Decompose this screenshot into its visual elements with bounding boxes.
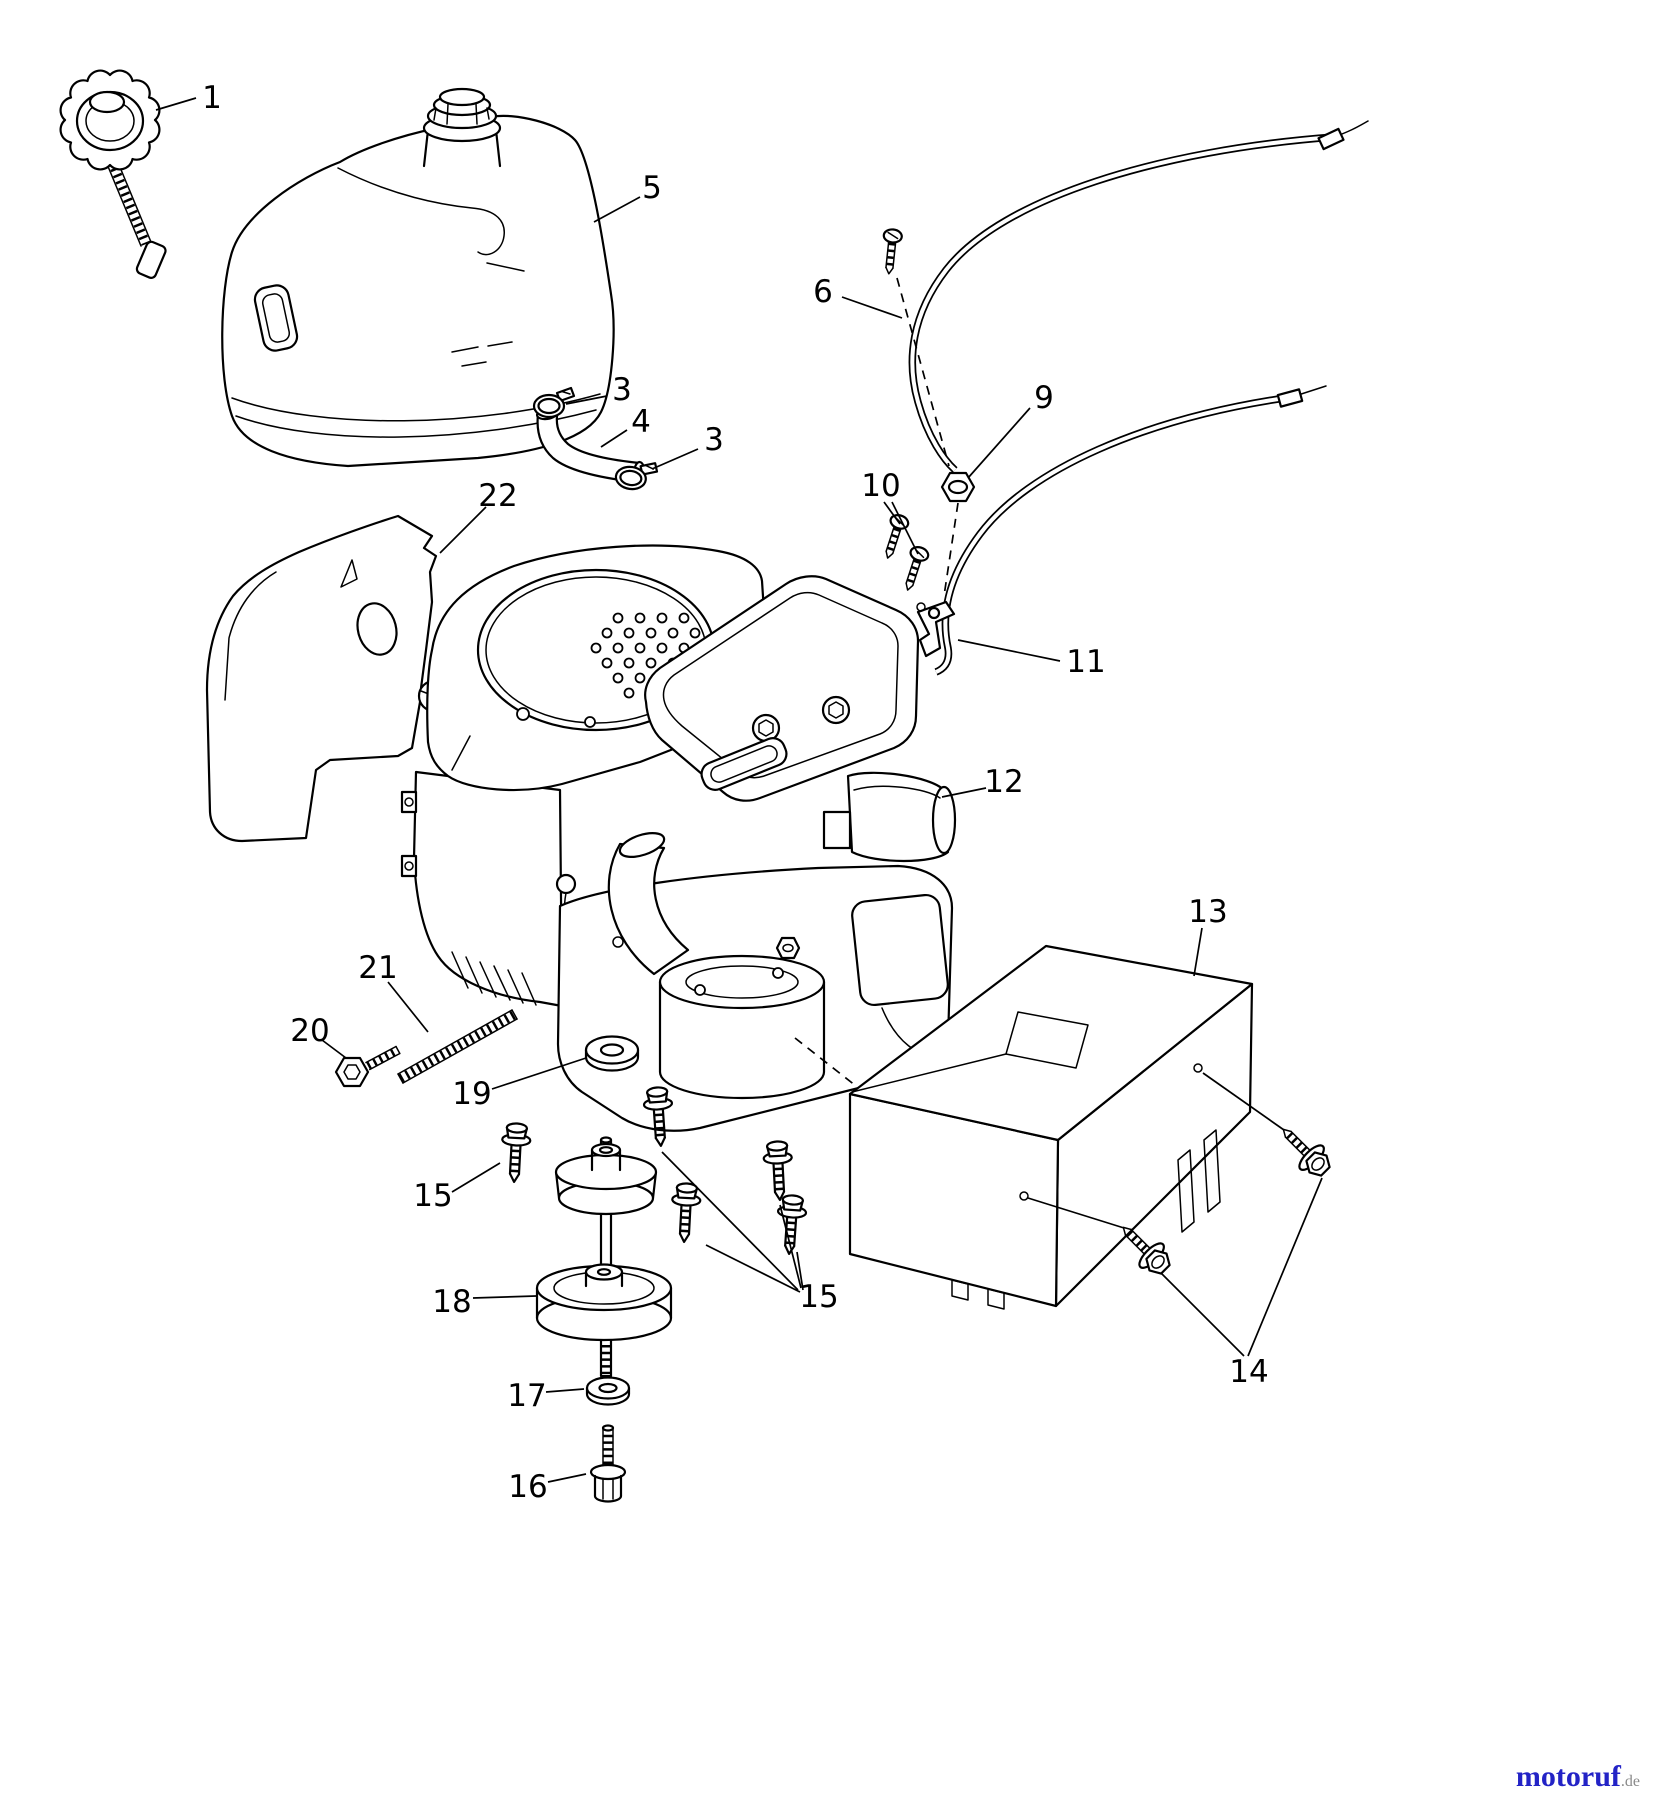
- pulley-assembly-drawing: [334, 1009, 807, 1503]
- mount-screw-1: [500, 1123, 531, 1183]
- part-label-fuel-cap: 1: [202, 80, 222, 116]
- part-label-pulley: 18: [432, 1284, 471, 1320]
- part-label-mount-screw-left: 15: [413, 1178, 452, 1214]
- fuel-cap-drawing: [59, 69, 167, 279]
- part-label-stud: 21: [358, 950, 397, 986]
- leader-lines: [155, 97, 1323, 1483]
- cable-screw: [880, 229, 903, 275]
- part-label-pulley-washer: 17: [507, 1378, 546, 1414]
- pulley-washer: [585, 1376, 631, 1406]
- part-label-mount-screws-right: 15: [799, 1279, 838, 1315]
- throttle-cable-drawing: [908, 120, 1369, 473]
- part-labels: 1 5 3 4 3 6 9 10 11 12 13 14 15 15 16 17…: [202, 80, 1269, 1505]
- front-bolt: [334, 1045, 401, 1088]
- part-label-fuel-hose: 4: [631, 404, 651, 440]
- engine-cover-drawing: [848, 944, 1337, 1310]
- clamp-screw-b: [899, 545, 930, 593]
- part-label-fuel-tank: 5: [642, 170, 662, 206]
- pulley-bolt: [589, 1424, 627, 1503]
- part-label-cable-screws: 10: [861, 468, 900, 504]
- part-label-clamp-lower: 3: [704, 422, 724, 458]
- mount-screw-3: [670, 1183, 701, 1243]
- fuel-tank-drawing: [221, 87, 615, 468]
- engine-control-panel: [644, 575, 920, 802]
- part-label-cover-bolts: 14: [1229, 1354, 1268, 1390]
- part-label-heat-shield: 22: [478, 478, 517, 514]
- cable-clamp: [916, 600, 956, 658]
- engine-drawing: [400, 544, 957, 1132]
- fuel-hose-drawing: [532, 386, 660, 494]
- mount-screw-4: [763, 1141, 794, 1201]
- upper-pulley: [554, 1142, 658, 1216]
- watermark: motoruf.de: [1516, 1760, 1640, 1794]
- lower-pulley: [535, 1263, 673, 1342]
- part-label-front-bolt: 20: [290, 1013, 329, 1049]
- part-label-pulley-bolt: 16: [508, 1469, 547, 1505]
- part-label-cable-clamp: 11: [1066, 644, 1105, 680]
- cable-nut: [940, 471, 976, 503]
- part-label-engine: 12: [984, 764, 1023, 800]
- choke-cable-drawing: [934, 385, 1327, 676]
- watermark-suffix: .de: [1620, 1773, 1640, 1790]
- watermark-brand: motoruf: [1515, 1760, 1621, 1793]
- part-label-cable-nut: 9: [1034, 380, 1054, 416]
- cable-hardware-drawing: [879, 229, 976, 658]
- part-label-clamp-upper: 3: [612, 372, 632, 408]
- part-label-engine-cover: 13: [1188, 894, 1227, 930]
- part-label-spacer-washer: 19: [452, 1076, 491, 1112]
- muffler: [607, 832, 826, 1100]
- part-label-throttle-cable: 6: [813, 274, 833, 310]
- stud: [397, 1009, 518, 1084]
- starter-motor: [822, 771, 957, 863]
- spacer-washer: [584, 1035, 640, 1072]
- clamp-screw-a: [879, 513, 910, 561]
